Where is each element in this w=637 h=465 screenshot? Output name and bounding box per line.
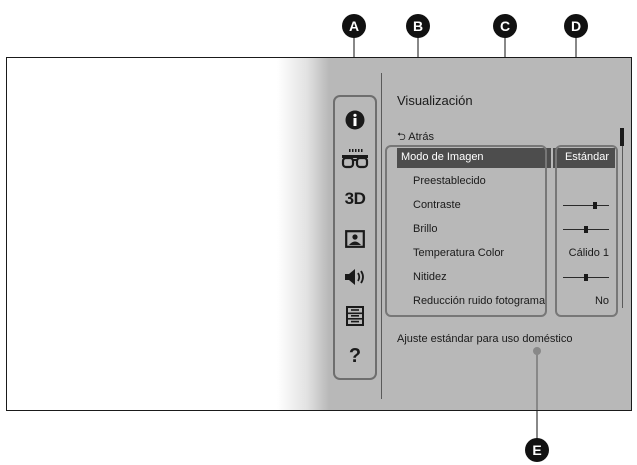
menu-row-brillo[interactable]: Brillo [397, 220, 615, 240]
help-icon[interactable]: ? [348, 344, 362, 367]
row-label: Preestablecido [413, 175, 486, 187]
contrast-slider[interactable] [563, 202, 609, 209]
menu-title: Visualización [397, 93, 473, 108]
row-label: Temperatura Color [413, 247, 505, 259]
callout-a: A [342, 14, 366, 38]
callout-c: C [493, 14, 517, 38]
3d-icon[interactable]: 3D [344, 189, 366, 208]
slider-knob[interactable] [584, 274, 588, 281]
back-label: Atrás [408, 131, 434, 143]
sharpness-slider[interactable] [563, 274, 609, 281]
scrollbar-thumb[interactable] [620, 128, 624, 146]
row-label: Modo de Imagen [401, 151, 484, 163]
info-icon[interactable] [335, 106, 375, 134]
scrollbar-track[interactable] [622, 128, 623, 308]
callout-e: E [525, 438, 549, 462]
row-value: No [594, 295, 609, 307]
menu-row-modo-imagen[interactable]: Modo de Imagen Estándar [397, 148, 615, 168]
row-label: Contraste [413, 199, 461, 211]
speaker-icon[interactable] [335, 263, 375, 291]
selection-separator [551, 148, 553, 168]
row-label: Brillo [413, 223, 438, 235]
menu-row-contraste[interactable]: Contraste [397, 196, 615, 216]
row-label: Reducción ruido fotograma [413, 295, 546, 307]
category-icon-bar: 3D ? [333, 95, 377, 380]
callout-e-line [536, 411, 538, 441]
menu-row-reduccion-ruido[interactable]: Reducción ruido fotograma No [397, 292, 615, 312]
slider-knob[interactable] [584, 226, 588, 233]
back-arrow-icon: ⮌ [397, 131, 406, 143]
setting-values-outline [555, 145, 618, 317]
brightness-slider[interactable] [563, 226, 609, 233]
back-button[interactable]: ⮌ Atrás [397, 128, 434, 147]
row-value: Cálido 1 [568, 247, 609, 259]
row-label: Nitidez [413, 271, 447, 283]
3d-glasses-icon[interactable] [335, 144, 375, 172]
row-value: Estándar [564, 151, 609, 163]
picture-icon[interactable] [335, 225, 375, 253]
menu-row-nitidez[interactable]: Nitidez [397, 268, 615, 288]
callout-e-line-inner [536, 351, 538, 410]
menu-row-temperatura-color[interactable]: Temperatura Color Cálido 1 [397, 244, 615, 264]
setting-names-outline [385, 145, 547, 317]
callout-d: D [564, 14, 588, 38]
menu-row-preestablecido[interactable]: Preestablecido [397, 172, 615, 192]
settings-list-icon[interactable] [335, 302, 375, 330]
callout-b: B [406, 14, 430, 38]
tv-screen: 3D ? [6, 57, 632, 411]
help-text: Ajuste estándar para uso doméstico [397, 333, 573, 345]
slider-knob[interactable] [593, 202, 598, 209]
menu-divider [381, 73, 382, 399]
